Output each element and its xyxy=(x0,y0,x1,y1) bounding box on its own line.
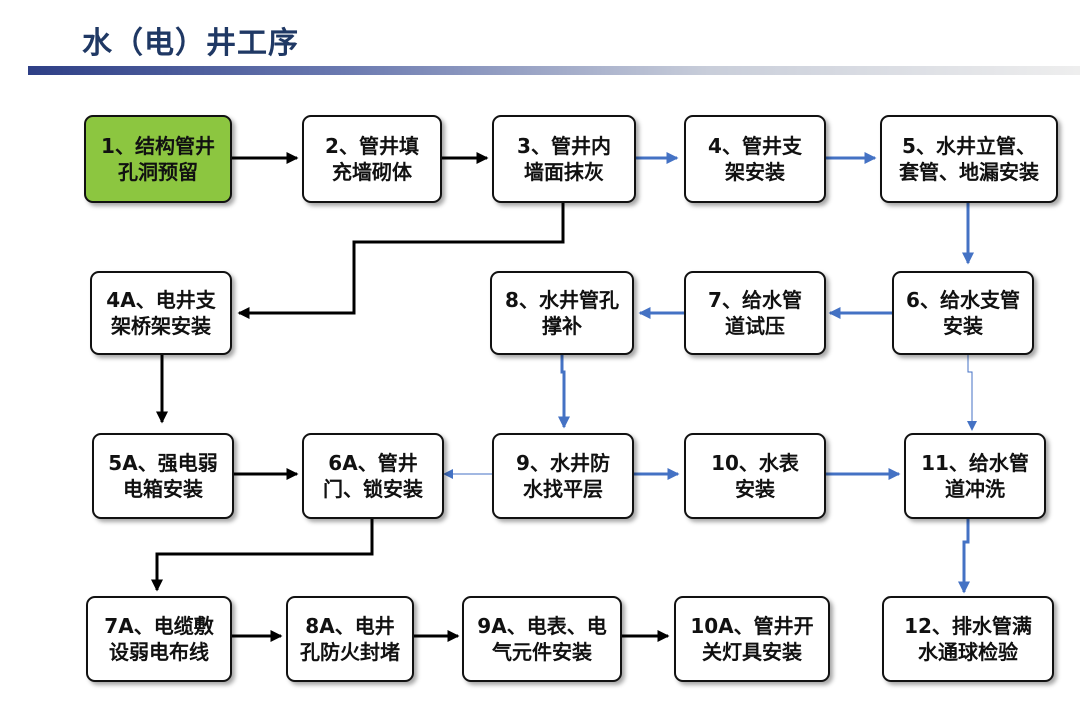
step-label: 11、给水管 道冲洗 xyxy=(921,451,1029,501)
step-node-7: 7、给水管 道试压 xyxy=(684,271,826,355)
step-node-1: 1、结构管井 孔洞预留 xyxy=(84,115,232,203)
step-node-6: 6、给水支管 安装 xyxy=(892,271,1034,355)
step-node-4a: 4A、电井支 架桥架安装 xyxy=(90,271,232,355)
step-node-8: 8、水井管孔 撑补 xyxy=(490,271,634,355)
step-node-7a: 7A、电缆敷 设弱电布线 xyxy=(86,596,232,682)
arrow-8-to-9 xyxy=(558,355,570,429)
step-label: 4A、电井支 架桥架安装 xyxy=(106,288,216,338)
step-label: 5、水井立管、 套管、地漏安装 xyxy=(899,134,1039,184)
step-label: 3、管井内 墙面抹灰 xyxy=(517,134,611,184)
step-label: 4、管井支 架安装 xyxy=(708,134,802,184)
step-node-5a: 5A、强电弱 电箱安装 xyxy=(92,433,234,519)
step-node-8a: 8A、电井 孔防火封堵 xyxy=(286,596,414,682)
step-node-11: 11、给水管 道冲洗 xyxy=(904,433,1046,519)
step-label: 10A、管井开 关灯具安装 xyxy=(690,614,814,664)
step-label: 9、水井防 水找平层 xyxy=(516,451,610,501)
step-label: 1、结构管井 孔洞预留 xyxy=(101,134,215,184)
step-label: 7、给水管 道试压 xyxy=(708,288,802,338)
step-label: 6A、管井 门、锁安装 xyxy=(323,451,423,501)
step-node-10: 10、水表 安装 xyxy=(684,433,826,519)
step-label: 8、水井管孔 撑补 xyxy=(505,288,619,338)
step-node-9: 9、水井防 水找平层 xyxy=(492,433,634,519)
step-node-9a: 9A、电表、电 气元件安装 xyxy=(462,596,622,682)
step-node-2: 2、管井填 充墙砌体 xyxy=(302,115,442,203)
step-label: 10、水表 安装 xyxy=(711,451,799,501)
step-node-5: 5、水井立管、 套管、地漏安装 xyxy=(880,115,1058,203)
arrow-6-to-11 xyxy=(967,355,977,431)
step-label: 6、给水支管 安装 xyxy=(906,288,1020,338)
step-node-4: 4、管井支 架安装 xyxy=(684,115,826,203)
step-label: 7A、电缆敷 设弱电布线 xyxy=(104,614,214,664)
step-label: 12、排水管满 水通球检验 xyxy=(904,614,1032,664)
step-label: 5A、强电弱 电箱安装 xyxy=(108,451,218,501)
step-node-6a: 6A、管井 门、锁安装 xyxy=(302,433,444,519)
step-label: 2、管井填 充墙砌体 xyxy=(325,134,419,184)
arrow-11-to-12 xyxy=(958,519,970,594)
step-node-3: 3、管井内 墙面抹灰 xyxy=(492,115,636,203)
step-label: 9A、电表、电 气元件安装 xyxy=(477,614,607,664)
step-node-10a: 10A、管井开 关灯具安装 xyxy=(674,596,830,682)
arrow-3-to-4a xyxy=(237,203,565,319)
title-underline xyxy=(28,66,1080,75)
page-title: 水（电）井工序 xyxy=(82,26,299,61)
arrow-6a-to-7a xyxy=(151,519,374,592)
step-label: 8A、电井 孔防火封堵 xyxy=(300,614,400,664)
step-node-12: 12、排水管满 水通球检验 xyxy=(882,596,1054,682)
